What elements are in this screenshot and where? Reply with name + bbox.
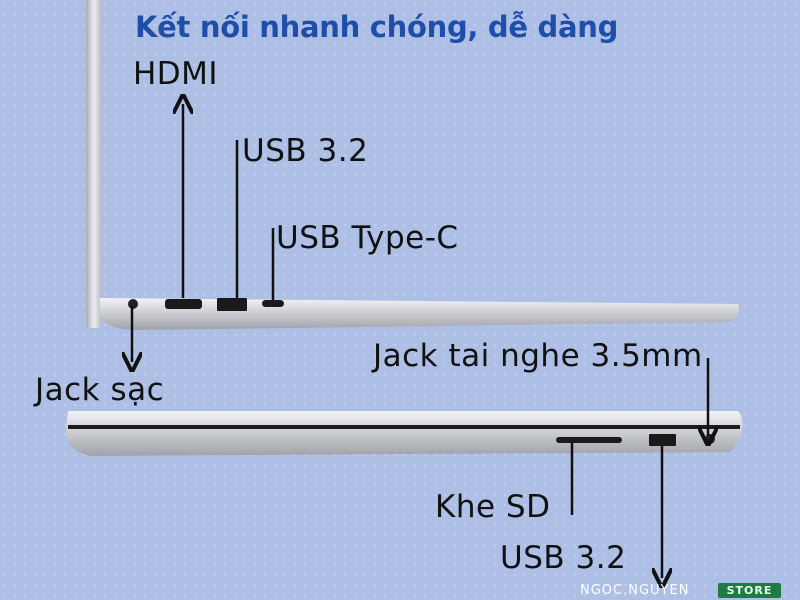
laptop-right-side (66, 411, 743, 456)
headphone-jack (705, 434, 715, 444)
label-usb-c: USB Type-C (276, 220, 459, 256)
charging-port (128, 299, 138, 309)
label-sd-slot: Khe SD (435, 489, 551, 525)
page-title: Kết nối nhanh chóng, dễ dàng (135, 10, 619, 44)
usb-a-port-left (217, 298, 247, 311)
pointer-lines (132, 104, 708, 578)
hdmi-port (165, 299, 202, 309)
label-charging: Jack sạc (35, 372, 165, 408)
sd-card-slot (556, 437, 622, 443)
laptop-left-side (86, 0, 739, 330)
label-hdmi: HDMI (133, 56, 219, 92)
label-usb-top: USB 3.2 (242, 133, 369, 169)
usb-a-port-right (649, 434, 676, 446)
watermark-badge: STORE (718, 583, 781, 598)
watermark-brand: NGOC.NGUYEN (580, 583, 690, 598)
label-headphone: Jack tai nghe 3.5mm (373, 338, 703, 374)
label-usb-bottom: USB 3.2 (500, 540, 627, 576)
usb-c-port (262, 300, 284, 307)
